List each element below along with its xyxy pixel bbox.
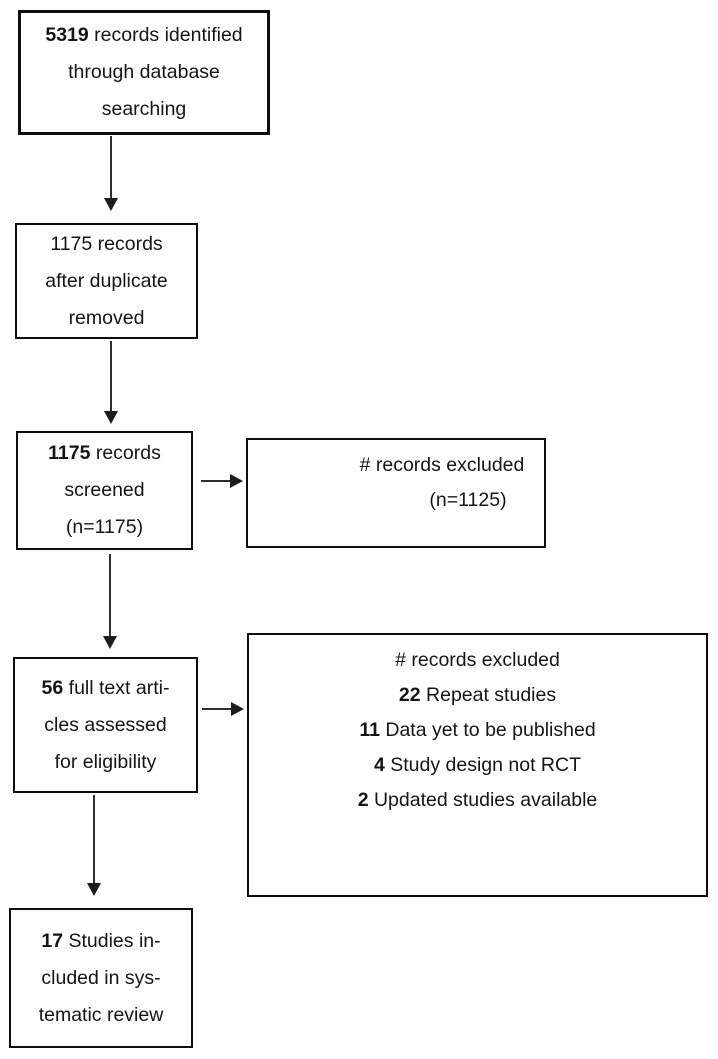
box-records-screened-line2: screened — [64, 479, 145, 501]
arrowhead-right-icon — [231, 702, 244, 716]
box-studies-included: 17 Studies in- cluded in sys- tematic re… — [9, 908, 193, 1048]
excluded-reason-repeat-count: 22 — [398, 684, 421, 706]
fulltext-assessed-count: 56 — [41, 676, 64, 699]
records-identified-count: 5319 — [45, 24, 89, 46]
box-fulltext-assessed-line2: cles assessed — [44, 713, 167, 736]
excluded-reason-unpublished: 11 Data yet to be published — [359, 719, 596, 741]
box-records-screened-line1: 1175 records — [48, 442, 161, 464]
box-fulltext-assessed-line1: 56 full text arti- — [41, 676, 170, 699]
box-fulltext-assessed: 56 full text arti- cles assessed for eli… — [13, 657, 198, 793]
excluded-reason-updated: 2 Updated studies available — [357, 789, 598, 811]
arrow-line — [110, 136, 112, 200]
arrow-line — [110, 341, 112, 413]
box-studies-included-line2: cluded in sys- — [41, 966, 161, 989]
arrow-line — [93, 795, 95, 885]
box-records-excluded-screening-line2: (n=1125) — [429, 489, 507, 511]
arrowhead-down-icon — [104, 411, 118, 424]
box-duplicates-removed-line2: after duplicate — [45, 269, 168, 292]
box-records-identified-line3: searching — [101, 98, 187, 120]
box-records-identified-line1: 5319 records identified — [45, 24, 243, 46]
records-screened-count: 1175 — [48, 442, 91, 464]
arrowhead-down-icon — [87, 883, 101, 896]
arrow-line — [201, 480, 232, 482]
excluded-reason-not-rct: 4 Study design not RCT — [373, 754, 582, 776]
arrow-line — [109, 554, 111, 638]
box-duplicates-removed-line3: removed — [68, 306, 145, 329]
box-studies-included-line3: tematic review — [38, 1003, 164, 1026]
box-fulltext-assessed-line3: for eligibility — [54, 750, 157, 773]
box-duplicates-removed-line1: 1175 records — [50, 232, 163, 255]
box-records-identified-line2: through database — [68, 61, 220, 83]
box-records-excluded-fulltext: # records excluded 22 Repeat studies 11 … — [247, 633, 708, 897]
excluded-reason-unpublished-count: 11 — [359, 719, 380, 741]
excluded-fulltext-title: # records excluded — [395, 649, 560, 671]
box-records-screened-line3: (n=1175) — [65, 516, 144, 538]
arrowhead-down-icon — [103, 636, 117, 649]
excluded-reason-repeat: 22 Repeat studies — [398, 684, 557, 706]
arrow-line — [202, 708, 233, 710]
excluded-reason-not-rct-count: 4 — [373, 754, 385, 776]
studies-included-count: 17 — [41, 929, 64, 952]
box-records-identified: 5319 records identified through database… — [18, 10, 270, 135]
excluded-reason-updated-count: 2 — [357, 789, 369, 811]
arrowhead-right-icon — [230, 474, 243, 488]
box-records-excluded-screening: # records excluded (n=1125) — [246, 438, 546, 548]
box-records-excluded-screening-line1: # records excluded — [359, 454, 525, 476]
box-duplicates-removed: 1175 records after duplicate removed — [15, 223, 198, 339]
arrowhead-down-icon — [104, 198, 118, 211]
box-records-screened: 1175 records screened (n=1175) — [16, 431, 193, 550]
box-studies-included-line1: 17 Studies in- — [41, 929, 161, 952]
